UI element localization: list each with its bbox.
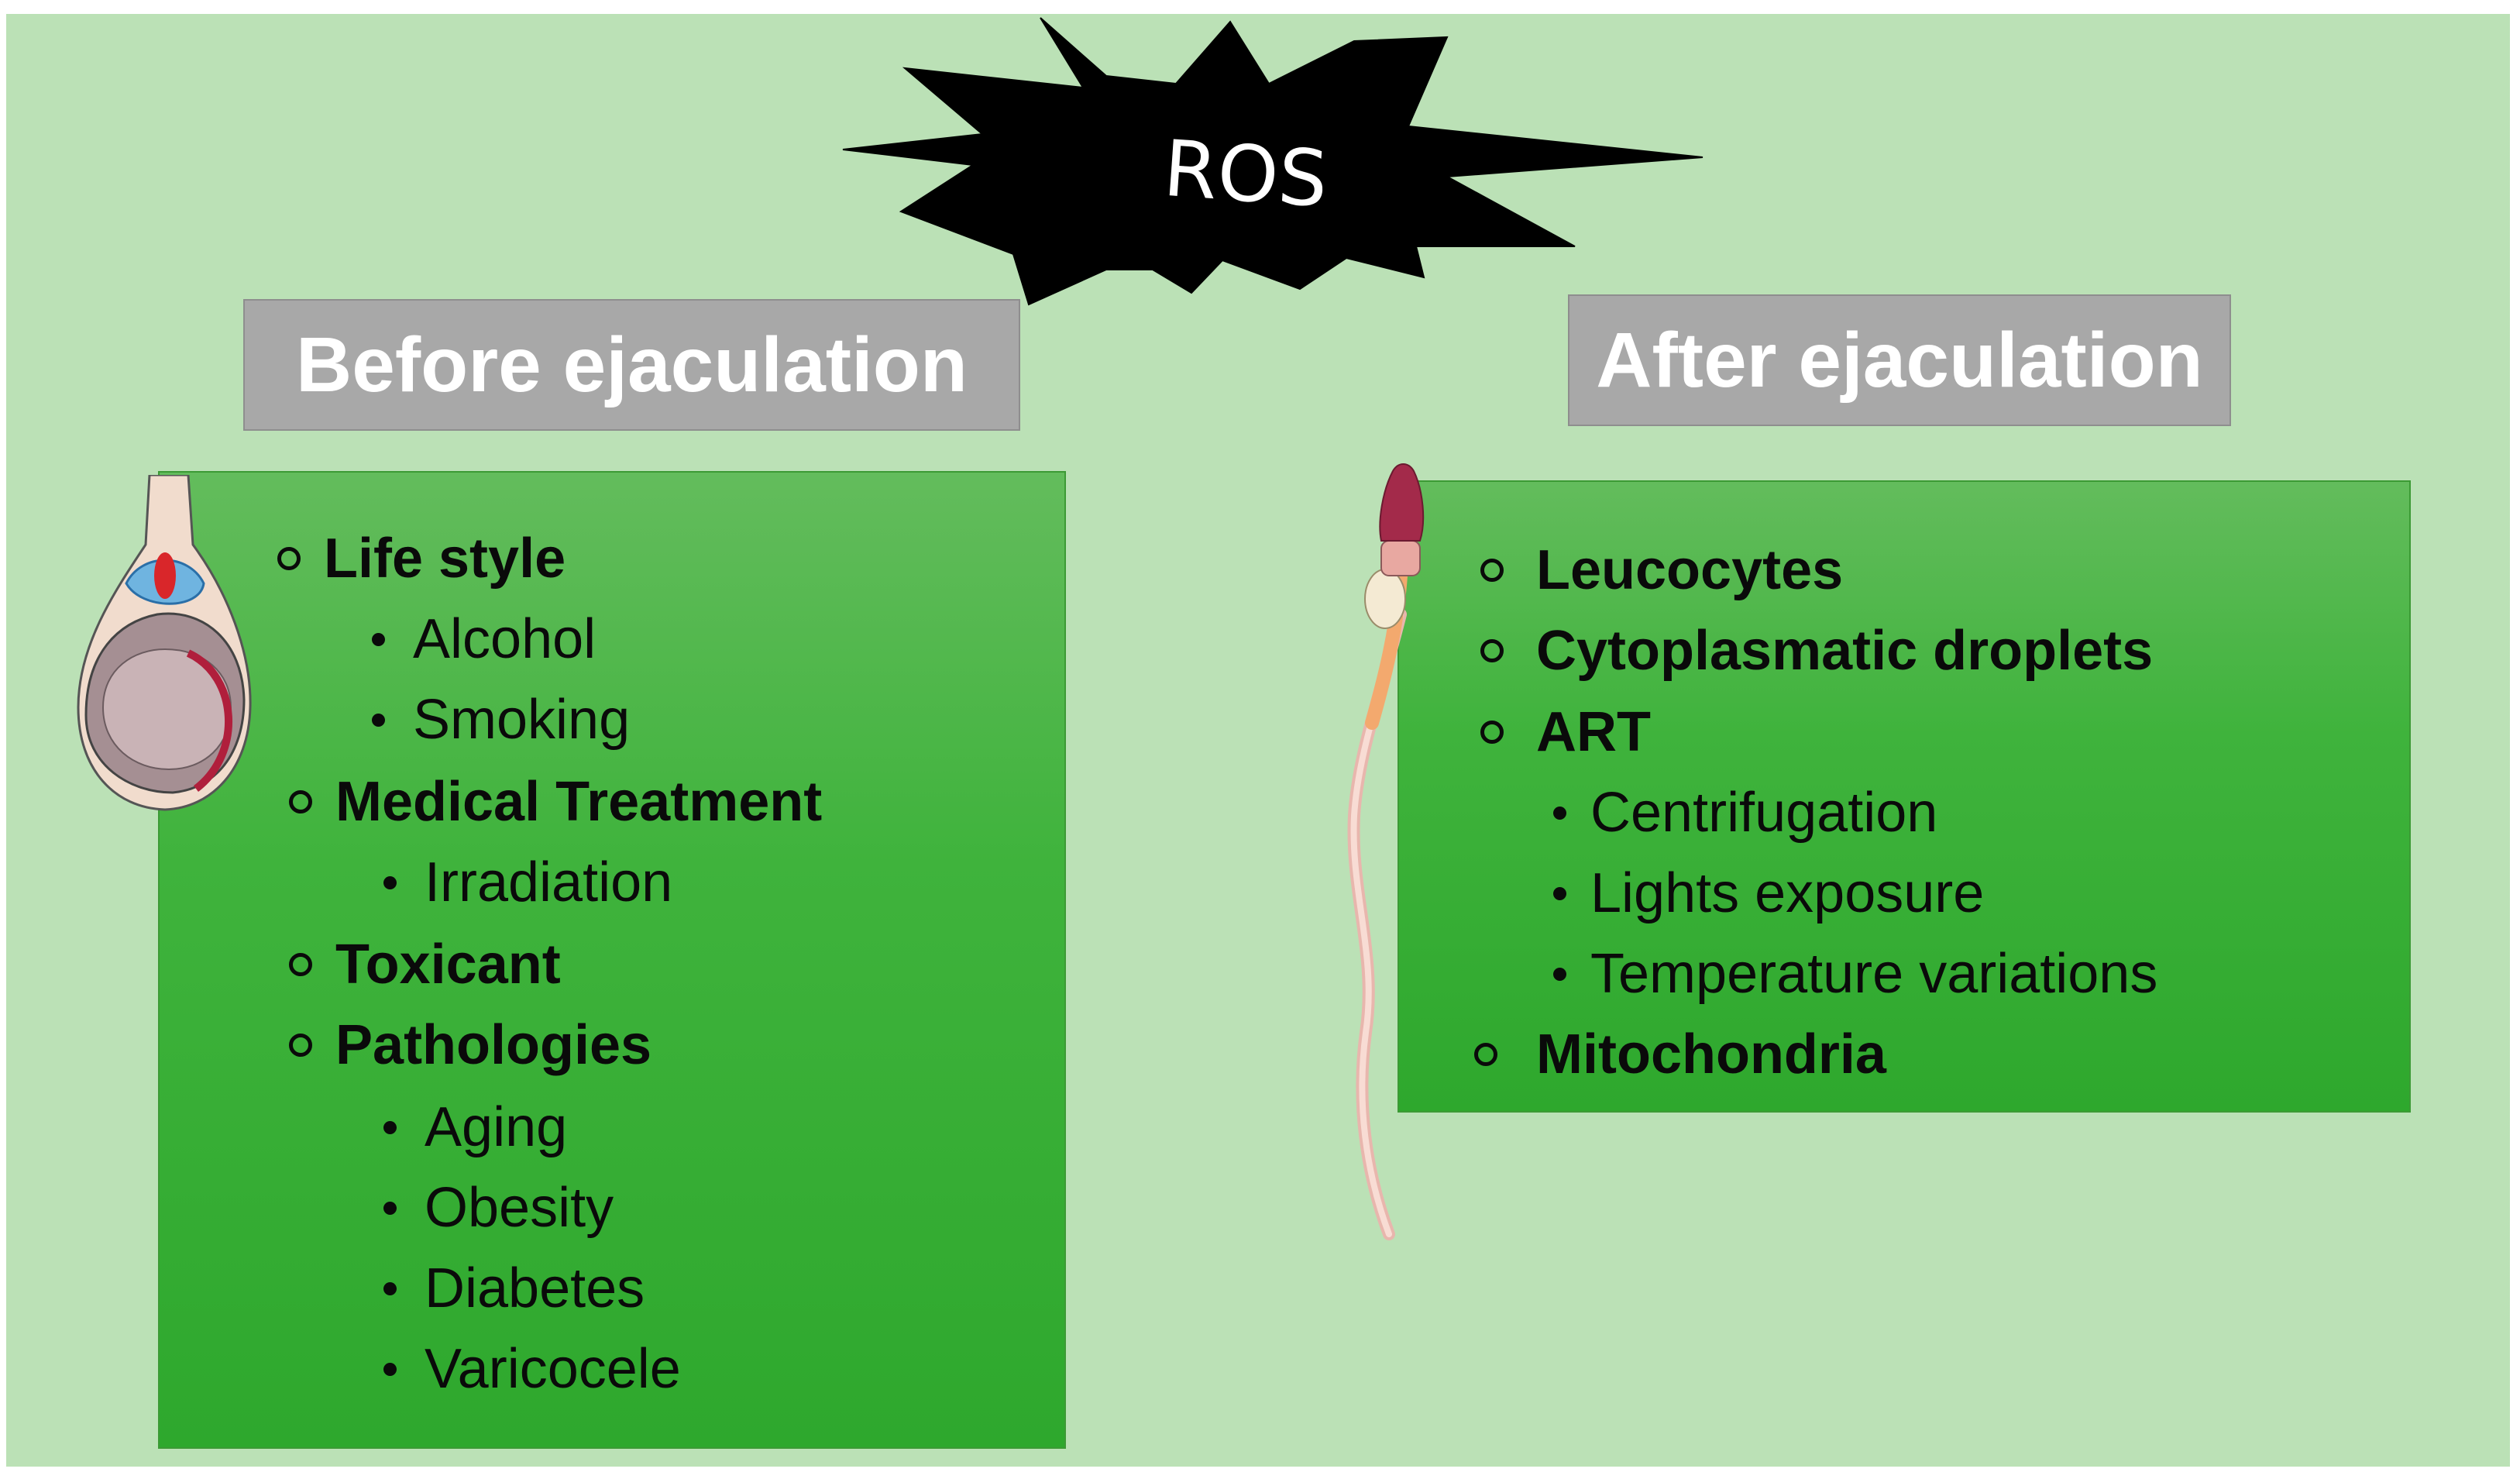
before-ejaculation-title: Before ejaculation xyxy=(296,321,968,408)
list-item: Temperature variations xyxy=(1528,942,2157,1006)
list-item: Varicocele xyxy=(355,1337,681,1401)
list-item: Toxicant xyxy=(266,933,561,996)
testis-icon xyxy=(77,475,252,811)
list-item: Alcohol xyxy=(343,607,596,671)
list-item: Cytoplasmatic droplets xyxy=(1447,619,2153,683)
list-item: Leucocytes xyxy=(1447,538,1843,602)
list-item: Life style xyxy=(254,527,566,590)
before-ejaculation-header: Before ejaculation xyxy=(243,299,1020,431)
diagram-canvas: ROS Before ejaculation After ejaculation… xyxy=(6,14,2510,1467)
after-ejaculation-panel xyxy=(1398,480,2411,1113)
list-item: Pathologies xyxy=(266,1013,651,1077)
after-ejaculation-header: After ejaculation xyxy=(1568,294,2231,426)
ros-label: ROS xyxy=(1160,122,1331,225)
after-ejaculation-title: After ejaculation xyxy=(1596,316,2203,404)
list-item: Lights exposure xyxy=(1528,862,1984,925)
list-item: Irradiation xyxy=(355,851,672,914)
list-item: Smoking xyxy=(343,688,630,752)
list-item: Mitochondria xyxy=(1435,1023,1886,1086)
list-item: Diabetes xyxy=(355,1257,645,1320)
starburst-icon xyxy=(842,17,1703,306)
sperm-cell-icon xyxy=(1347,463,1425,1240)
list-item: Obesity xyxy=(355,1176,614,1240)
list-item: Medical Treatment xyxy=(266,770,822,834)
list-item: Aging xyxy=(355,1095,567,1159)
list-item: Centrifugation xyxy=(1528,781,1937,844)
list-item: ART xyxy=(1447,700,1651,764)
